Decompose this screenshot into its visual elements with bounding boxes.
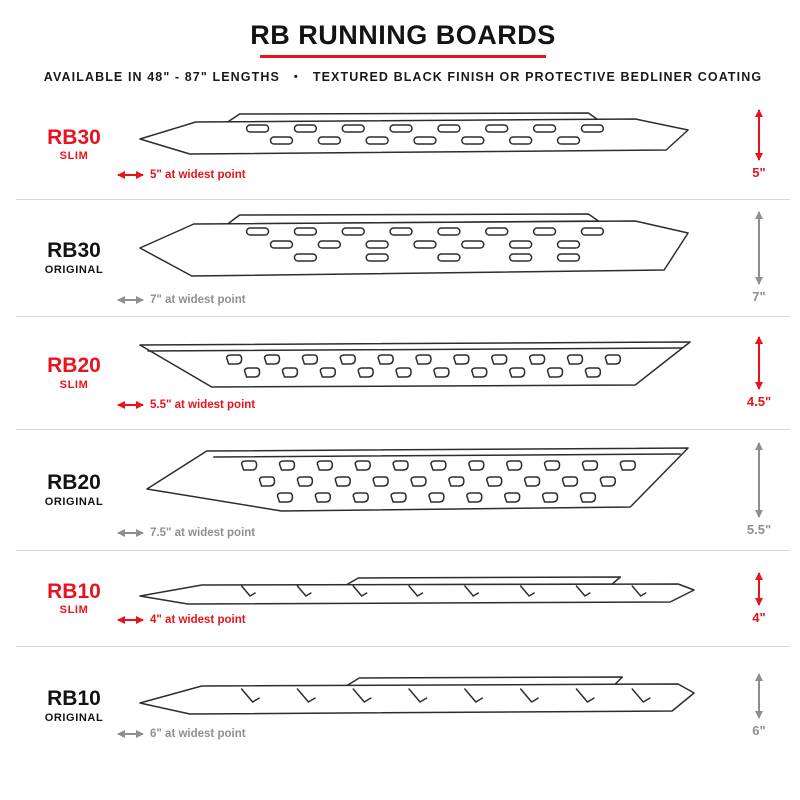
page-title: RB RUNNING BOARDS bbox=[250, 20, 556, 50]
subtitle-finish: TEXTURED BLACK FINISH OR PROTECTIVE BEDL… bbox=[312, 70, 763, 84]
height-arrow-icon bbox=[758, 674, 760, 718]
row-rb30-original: RB30 ORIGINAL 7" at widest point 7" bbox=[16, 200, 790, 317]
row-rb20-slim: RB20 SLIM 5.5" at widest point 4.5" bbox=[16, 317, 790, 430]
board-illustration-rb20-original bbox=[146, 447, 689, 512]
model-name: RB20 bbox=[47, 354, 101, 378]
height-measurement: 5.5" bbox=[728, 443, 790, 537]
width-arrow-icon bbox=[118, 173, 143, 176]
width-label: 7" at widest point bbox=[150, 294, 246, 306]
height-label: 6" bbox=[752, 723, 766, 738]
model-label-rb20-slim: RB20 SLIM bbox=[16, 354, 132, 391]
height-label: 4.5" bbox=[746, 394, 772, 409]
height-label: 5.5" bbox=[746, 522, 772, 537]
height-measurement: 5" bbox=[728, 109, 790, 180]
model-label-rb20-original: RB20 ORIGINAL bbox=[16, 471, 132, 508]
width-measurement: 5.5" at widest point bbox=[118, 399, 255, 411]
width-label: 5" at widest point bbox=[150, 168, 246, 181]
model-variant: SLIM bbox=[59, 378, 89, 391]
width-arrow-icon bbox=[118, 733, 143, 735]
height-arrow-icon bbox=[758, 572, 760, 605]
board-area: 5.5" at widest point bbox=[118, 335, 728, 411]
model-variant: ORIGINAL bbox=[44, 711, 104, 724]
height-arrow-icon bbox=[758, 109, 760, 160]
model-label-rb30-slim: RB30 SLIM bbox=[16, 125, 132, 163]
width-arrow-icon bbox=[118, 404, 143, 406]
model-name: RB20 bbox=[47, 471, 101, 495]
width-measurement: 6" at widest point bbox=[118, 728, 246, 740]
board-area: 5" at widest point bbox=[118, 109, 728, 181]
width-arrow-icon bbox=[118, 299, 143, 301]
board-area: 7.5" at widest point bbox=[118, 441, 728, 539]
height-label: 4" bbox=[752, 609, 766, 625]
row-rb30-slim: RB30 SLIM 5" at widest point 5" bbox=[16, 90, 790, 200]
subtitle-lengths: AVAILABLE IN 48" - 87" LENGTHS bbox=[43, 70, 280, 84]
width-label: 4" at widest point bbox=[150, 613, 246, 626]
header: RB RUNNING BOARDS AVAILABLE IN 48" - 87"… bbox=[16, 0, 790, 84]
height-label: 5" bbox=[752, 164, 766, 180]
board-illustration-rb10-original bbox=[139, 676, 695, 715]
model-variant: ORIGINAL bbox=[44, 495, 104, 508]
title-underline bbox=[260, 55, 546, 58]
model-name: RB10 bbox=[47, 687, 101, 711]
model-label-rb10-slim: RB10 SLIM bbox=[16, 579, 132, 617]
model-name: RB30 bbox=[47, 125, 101, 149]
height-arrow-icon bbox=[758, 443, 760, 517]
board-area: 7" at widest point bbox=[118, 210, 728, 306]
height-measurement: 7" bbox=[728, 212, 790, 304]
row-rb20-original: RB20 ORIGINAL 7.5" at widest point 5.5" bbox=[16, 430, 790, 551]
width-measurement: 7" at widest point bbox=[118, 294, 246, 306]
board-area: 6" at widest point bbox=[118, 672, 728, 740]
board-area: 4" at widest point bbox=[118, 572, 728, 626]
width-measurement: 4" at widest point bbox=[118, 614, 246, 626]
width-arrow-icon bbox=[118, 618, 143, 621]
height-measurement: 6" bbox=[728, 674, 790, 738]
board-illustration-rb30-original bbox=[139, 213, 689, 277]
width-arrow-icon bbox=[118, 532, 143, 534]
board-illustration-rb20-slim bbox=[139, 341, 691, 388]
height-label: 7" bbox=[752, 289, 766, 304]
height-measurement: 4" bbox=[728, 572, 790, 625]
width-label: 7.5" at widest point bbox=[150, 527, 256, 539]
model-variant: SLIM bbox=[59, 604, 89, 617]
height-measurement: 4.5" bbox=[728, 337, 790, 409]
board-comparison-list: RB30 SLIM 5" at widest point 5" RB30 ORI… bbox=[16, 90, 790, 765]
width-measurement: 5" at widest point bbox=[118, 169, 246, 181]
model-label-rb30-original: RB30 ORIGINAL bbox=[16, 239, 132, 276]
row-rb10-slim: RB10 SLIM 4" at widest point 4" bbox=[16, 551, 790, 647]
model-name: RB10 bbox=[47, 579, 101, 603]
bullet-separator-icon: • bbox=[293, 71, 299, 83]
model-variant: SLIM bbox=[59, 150, 89, 163]
width-label: 5.5" at widest point bbox=[150, 399, 256, 411]
model-variant: ORIGINAL bbox=[44, 263, 104, 276]
width-measurement: 7.5" at widest point bbox=[118, 527, 255, 539]
board-illustration-rb30-slim bbox=[139, 111, 689, 155]
height-arrow-icon bbox=[758, 337, 760, 389]
row-rb10-original: RB10 ORIGINAL 6" at widest point 6" bbox=[16, 647, 790, 765]
model-name: RB30 bbox=[47, 239, 101, 263]
width-label: 6" at widest point bbox=[150, 728, 246, 740]
subtitle: AVAILABLE IN 48" - 87" LENGTHS • TEXTURE… bbox=[16, 70, 790, 84]
height-arrow-icon bbox=[758, 212, 760, 284]
model-label-rb10-original: RB10 ORIGINAL bbox=[16, 687, 132, 724]
board-illustration-rb10-slim bbox=[139, 575, 695, 605]
